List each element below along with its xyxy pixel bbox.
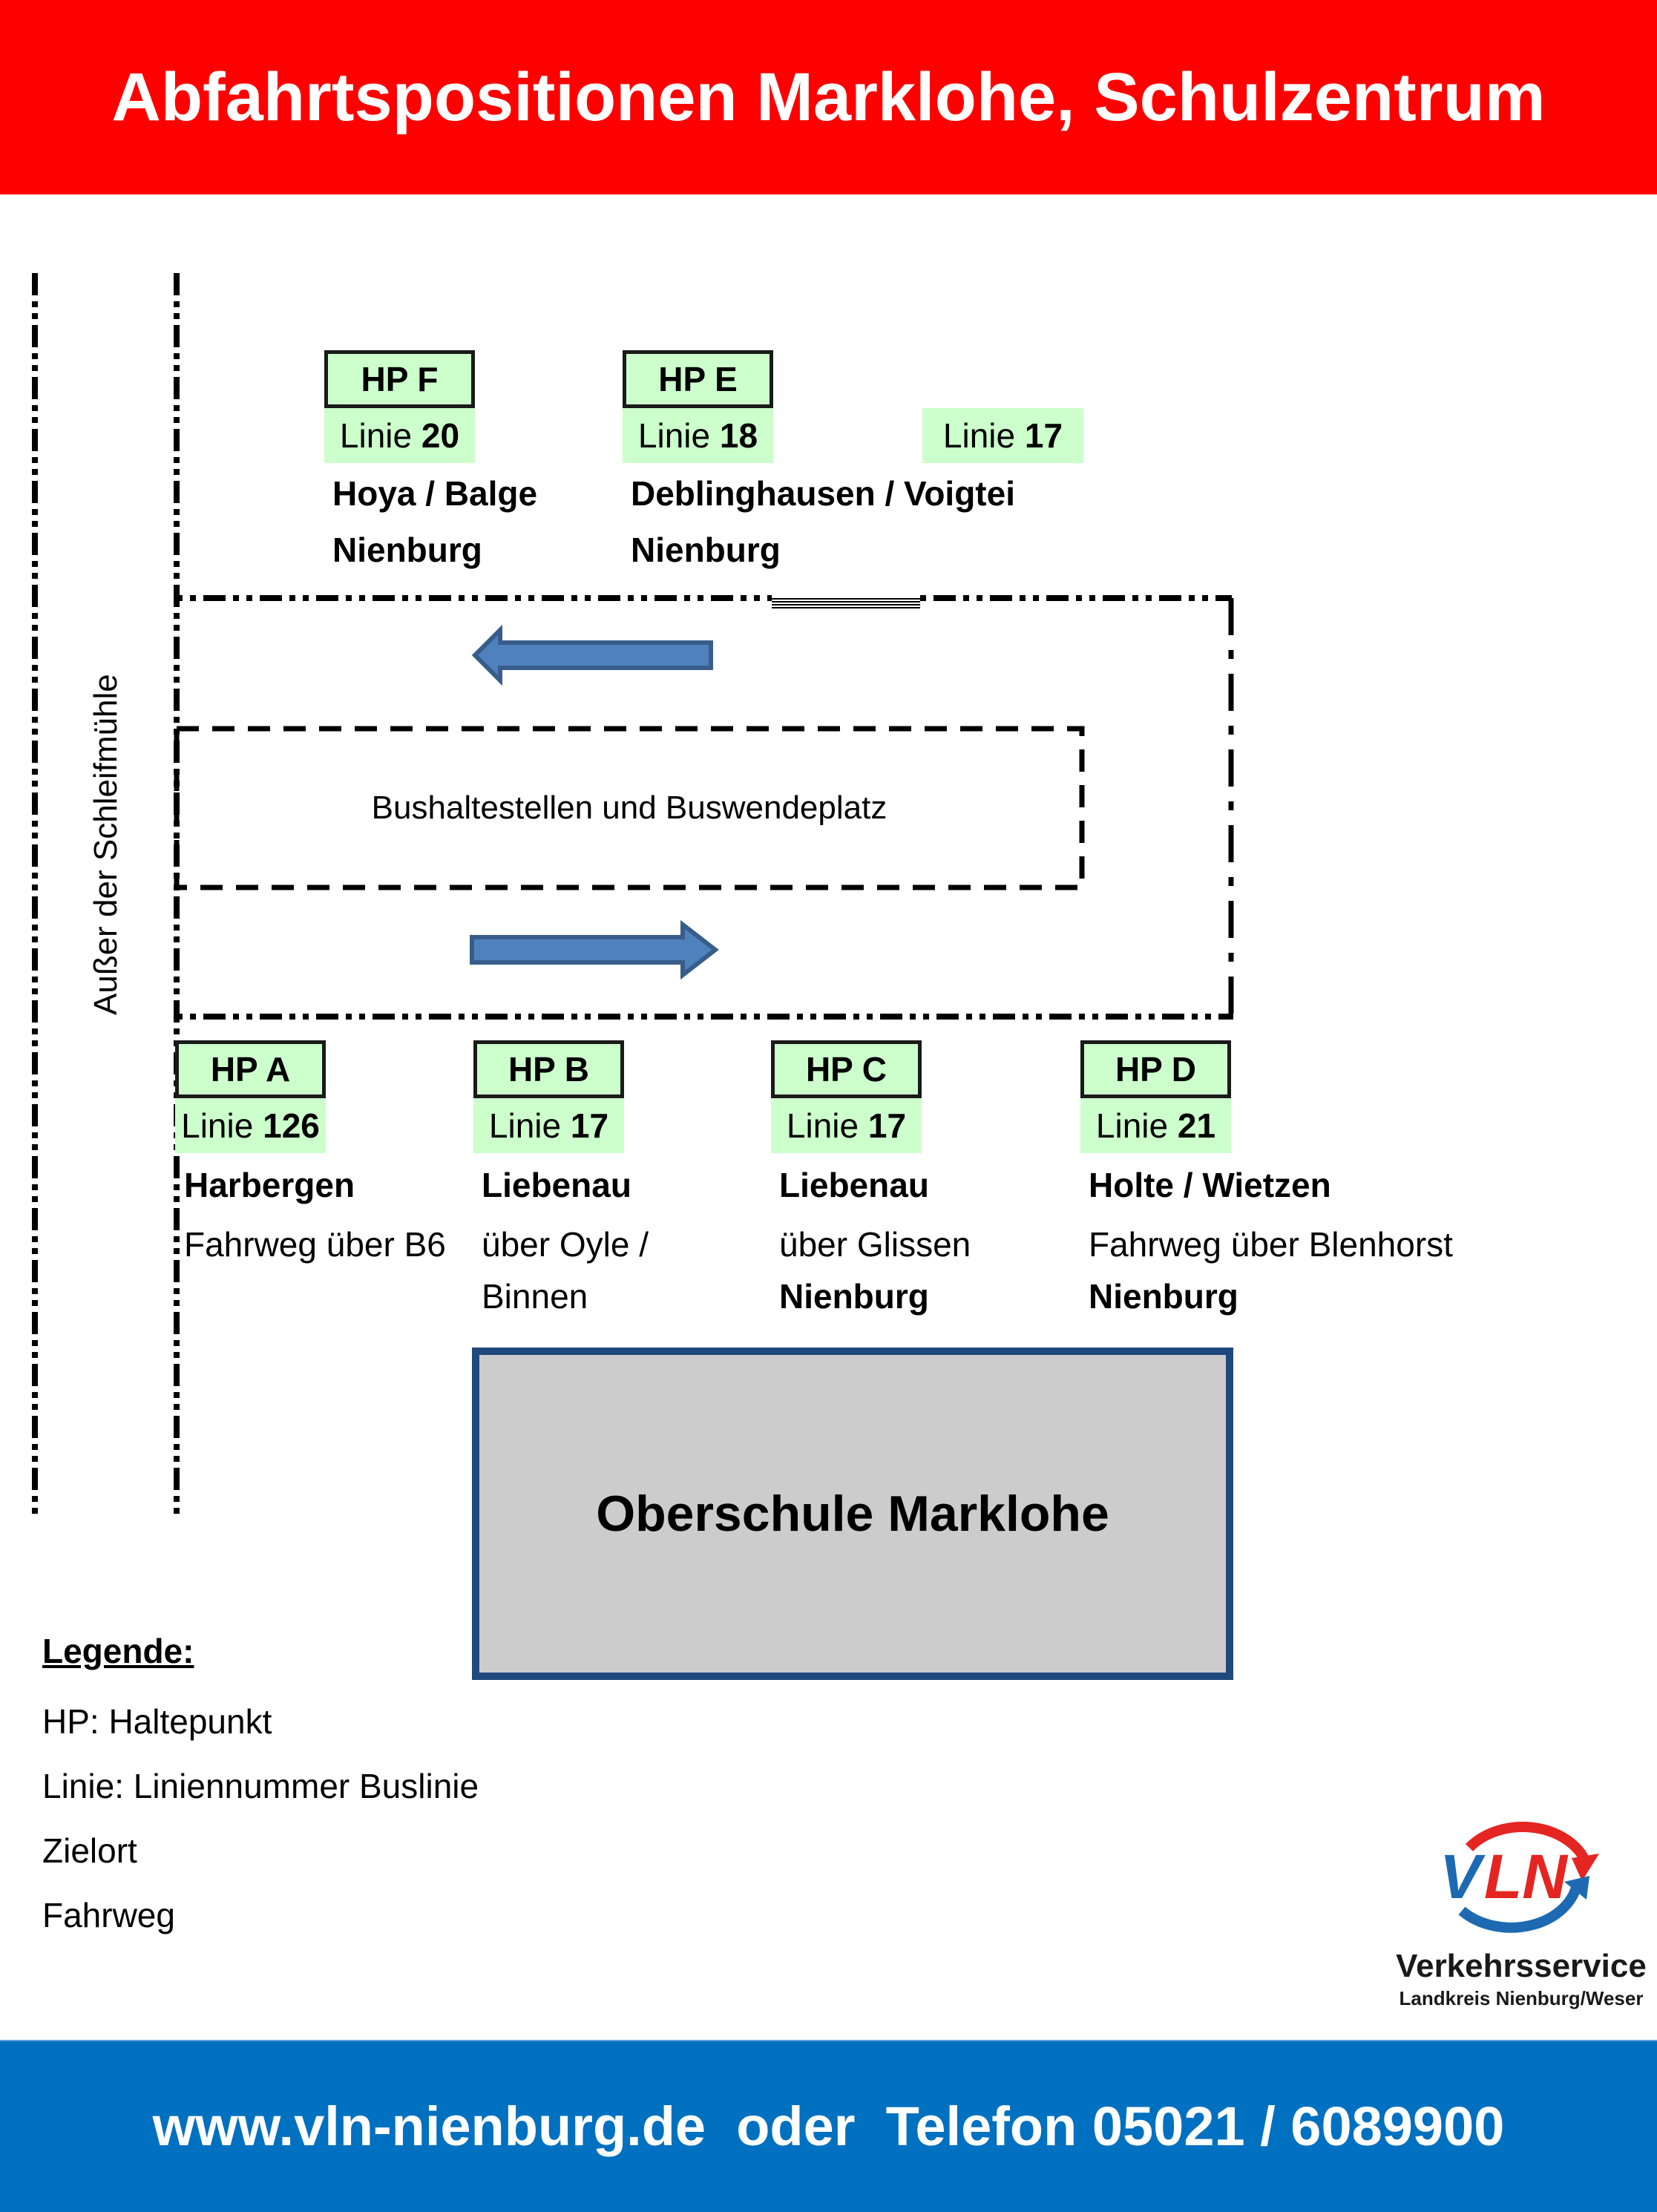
legend-item: HP: Haltepunkt bbox=[42, 1702, 272, 1741]
arrow-left-icon bbox=[471, 624, 713, 686]
route-continued: Binnen bbox=[482, 1277, 588, 1316]
destination: Holte / Wietzen bbox=[1089, 1166, 1331, 1204]
legend-item: Linie: Liniennummer Buslinie bbox=[42, 1767, 479, 1805]
legend-item: Fahrweg bbox=[42, 1896, 175, 1934]
route: Fahrweg über Blenhorst bbox=[1089, 1225, 1453, 1264]
destination-extra: Nienburg bbox=[631, 531, 781, 569]
vln-logo[interactable]: V LN Verkehrsservice Landkreis Nienburg/… bbox=[1395, 1811, 1647, 2011]
line-badge: Linie 18 bbox=[623, 408, 773, 463]
logo-ln: LN bbox=[1484, 1842, 1569, 1911]
destination: Hoya / Balge bbox=[332, 474, 538, 513]
footer-contact[interactable]: www.vln-nienburg.de oder Telefon 05021 /… bbox=[152, 2095, 1505, 2157]
stop-hp-a[interactable]: HP A Linie 126 bbox=[175, 1040, 326, 1153]
destination: Deblinghausen / Voigtei bbox=[631, 474, 1015, 513]
destination-extra: Nienburg bbox=[1089, 1277, 1238, 1316]
destination-extra: Nienburg bbox=[332, 531, 482, 569]
vln-logo-icon: V LN bbox=[1440, 1822, 1599, 1933]
arrow-right-icon bbox=[470, 919, 719, 980]
line-badge: Linie 126 bbox=[175, 1098, 326, 1153]
destination-extra: Nienburg bbox=[779, 1277, 929, 1316]
route: Fahrweg über B6 bbox=[184, 1225, 446, 1264]
legend-title: Legende: bbox=[42, 1632, 194, 1670]
route: über Glissen bbox=[779, 1225, 971, 1264]
line-badge: Linie 20 bbox=[324, 408, 475, 463]
stop-label: HP E bbox=[623, 350, 773, 408]
stop-label: HP D bbox=[1080, 1040, 1231, 1098]
stop-hp-e[interactable]: HP E Linie 18 bbox=[623, 350, 773, 463]
stop-label: HP A bbox=[175, 1040, 326, 1098]
route: über Oyle / bbox=[482, 1225, 649, 1264]
stop-label: HP F bbox=[324, 350, 475, 408]
line-badge: Linie 17 bbox=[771, 1098, 922, 1153]
destination: Liebenau bbox=[779, 1166, 929, 1204]
footer-banner bbox=[0, 2040, 1657, 2212]
street-name-label: Außer der Schleifmühle bbox=[88, 674, 124, 1015]
stop-label: HP C bbox=[771, 1040, 922, 1098]
header-banner bbox=[0, 0, 1657, 194]
line-badge: Linie 21 bbox=[1080, 1098, 1231, 1153]
stop-hp-d[interactable]: HP D Linie 21 bbox=[1080, 1040, 1231, 1153]
page-title: Abfahrtspositionen Marklohe, Schulzentru… bbox=[111, 59, 1546, 135]
logo-v: V bbox=[1440, 1842, 1486, 1911]
destination: Harbergen bbox=[184, 1166, 355, 1204]
school-building: Oberschule Marklohe bbox=[472, 1348, 1233, 1680]
line-badge-extra: Linie 17 bbox=[922, 408, 1083, 463]
bus-area-outline bbox=[174, 726, 1085, 890]
stop-label: HP B bbox=[473, 1040, 624, 1098]
stop-hp-b[interactable]: HP B Linie 17 bbox=[473, 1040, 624, 1153]
stop-hp-c[interactable]: HP C Linie 17 bbox=[771, 1040, 922, 1153]
bus-area-label: Bushaltestellen und Buswendeplatz bbox=[371, 790, 887, 826]
legend-item: Zielort bbox=[42, 1831, 137, 1870]
destination: Liebenau bbox=[482, 1166, 631, 1204]
crosswalk bbox=[772, 598, 920, 608]
line-badge: Linie 17 bbox=[473, 1098, 624, 1153]
stop-hp-f[interactable]: HP F Linie 20 bbox=[324, 350, 475, 463]
logo-line2: Landkreis Nienburg/Weser bbox=[1399, 1987, 1644, 2009]
logo-line1: Verkehrsservice bbox=[1396, 1948, 1647, 1984]
